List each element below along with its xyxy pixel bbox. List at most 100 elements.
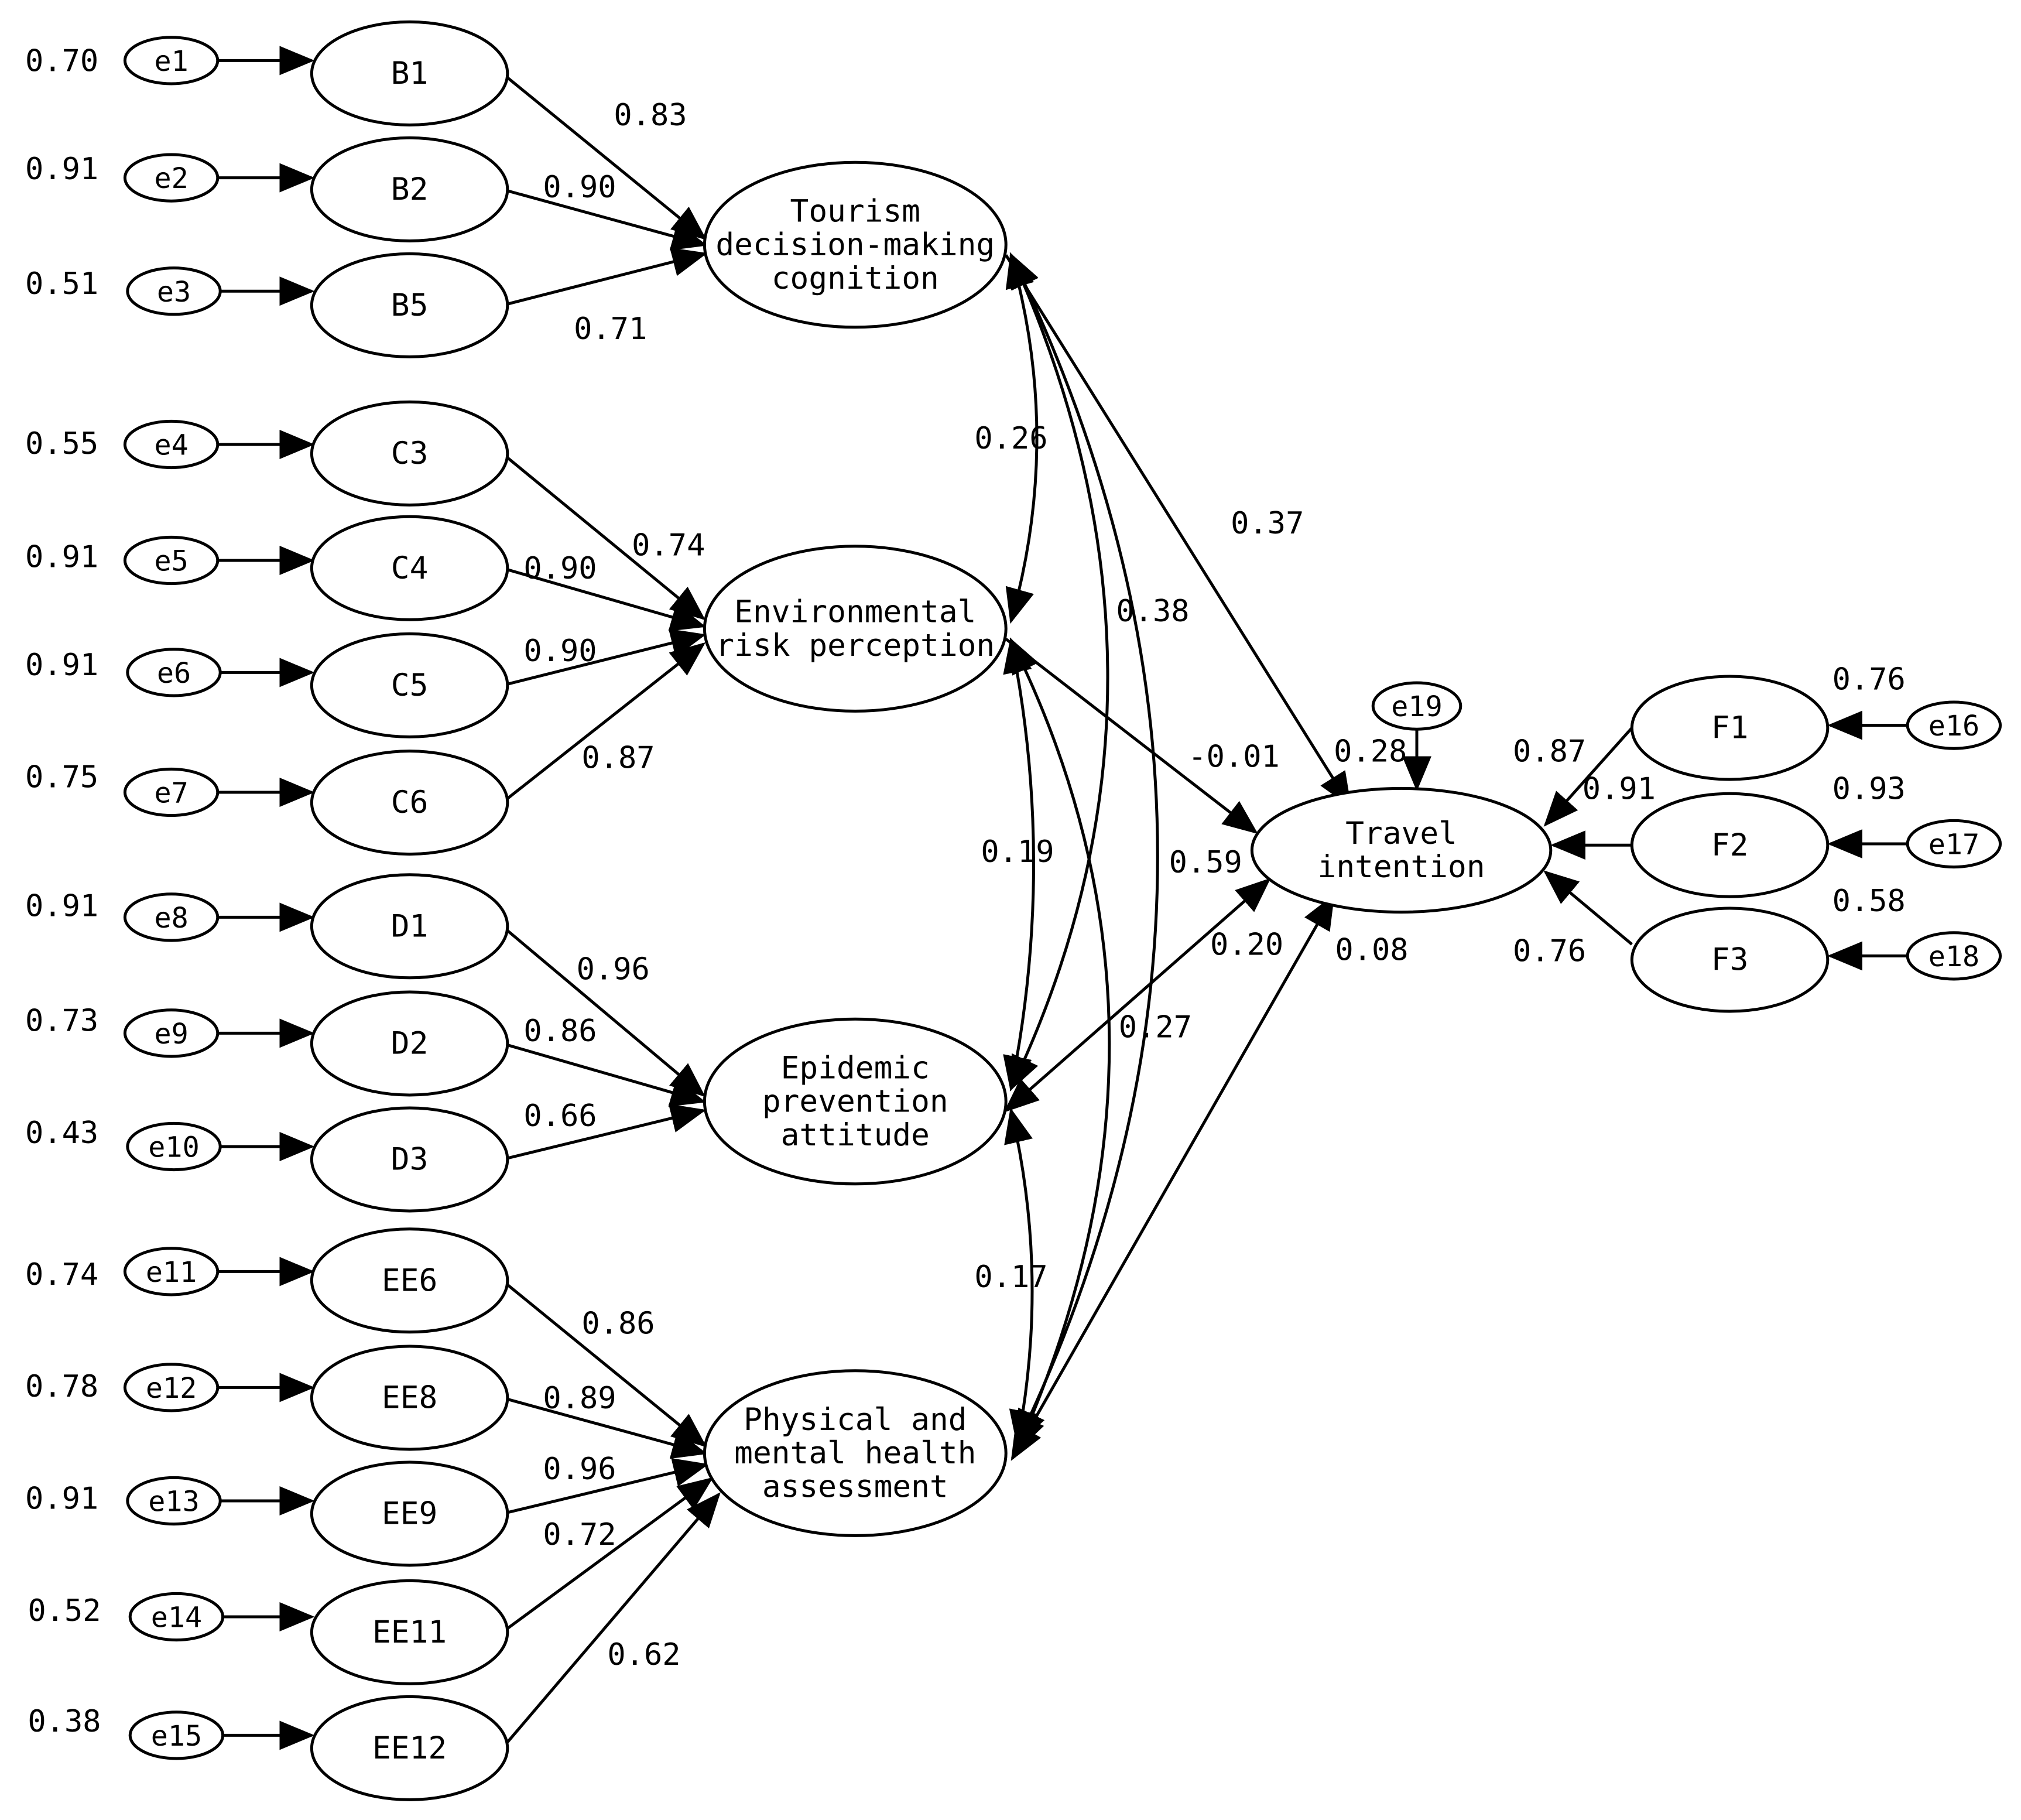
arrow-f3-travel-intention <box>1543 870 1633 946</box>
node-ee12-shape <box>310 1695 509 1801</box>
node-f2: F2 <box>1630 792 1830 898</box>
coef-load-f1: 0.87 <box>1513 734 1586 769</box>
node-e8: e8 <box>123 892 220 942</box>
node-l2-label-1: Environmental <box>734 594 976 630</box>
node-e16-label: e16 <box>1928 710 1979 743</box>
coef-r2-f3: 0.58 <box>1832 884 1906 919</box>
node-e18-shape <box>1906 931 2002 981</box>
covariance-l2-l4 <box>1009 637 1111 1452</box>
node-e11: e11 <box>123 1247 220 1296</box>
node-ee11: EE11 <box>310 1579 509 1685</box>
node-e12: e12 <box>123 1363 220 1412</box>
arrow-c4-l2 <box>502 566 707 631</box>
node-c5-shape <box>310 632 509 738</box>
arrow-d3-l3 <box>502 1104 707 1161</box>
node-e13: e13 <box>126 1476 222 1526</box>
coef-load-ee11: 0.72 <box>543 1517 616 1552</box>
coef-r2-ee12: 0.38 <box>28 1704 101 1739</box>
node-e7-label: e7 <box>154 777 188 810</box>
arrow-ee9-l4 <box>502 1458 709 1515</box>
node-e5: e5 <box>123 535 220 586</box>
node-c4: C4 <box>310 515 509 621</box>
arrow-ee11-l4 <box>501 1477 714 1634</box>
node-d3-label: D3 <box>391 1142 429 1178</box>
coef-r2-ee11: 0.52 <box>28 1593 101 1629</box>
covariance-l3-l4 <box>1004 1107 1038 1446</box>
node-ee12-label: EE12 <box>372 1730 447 1766</box>
coef-r2-c5: 0.91 <box>25 648 98 683</box>
node-e7: e7 <box>123 767 220 817</box>
coef-cov-l1-l4: 0.59 <box>1169 845 1242 880</box>
node-f1: F1 <box>1630 675 1830 781</box>
node-e6-label: e6 <box>157 657 191 690</box>
coef-r2-c3: 0.55 <box>25 426 98 461</box>
node-b5: B5 <box>310 252 509 358</box>
node-l1-label-1: Tourism <box>790 193 921 229</box>
node-c5: C5 <box>310 632 509 738</box>
node-e16-shape <box>1906 700 2002 750</box>
node-c6: C6 <box>310 750 509 856</box>
arrow-l2-travel-intention <box>1005 638 1258 834</box>
coef-cov-l2-l4: 0.27 <box>1119 1010 1192 1045</box>
node-e1-label: e1 <box>154 45 188 78</box>
coef-load-ee9: 0.96 <box>543 1452 616 1487</box>
coef-r2-d2: 0.73 <box>25 1003 98 1038</box>
coef-path-l4-t: 0.08 <box>1335 932 1408 967</box>
node-e2-label: e2 <box>154 162 188 195</box>
coef-r2-b5: 0.51 <box>25 266 98 302</box>
coef-r2-ee8: 0.78 <box>25 1369 98 1404</box>
coef-load-c3: 0.74 <box>632 528 705 563</box>
coef-load-b2: 0.90 <box>543 170 616 205</box>
node-ee9-label: EE9 <box>382 1496 437 1532</box>
node-b1: B1 <box>310 20 509 126</box>
node-e15-label: e15 <box>151 1720 202 1753</box>
covariance-l1-l3 <box>1009 252 1109 1092</box>
node-ee6: EE6 <box>310 1227 509 1334</box>
node-e12-label: e12 <box>146 1372 197 1405</box>
coefficient-labels-layer: 0.700.910.510.550.910.910.750.910.730.43… <box>25 43 1906 1739</box>
node-t-label-1: Travel <box>1345 816 1457 851</box>
node-l1-label-2: decision-making <box>715 227 995 263</box>
coef-load-ee8: 0.89 <box>543 1381 616 1416</box>
node-c5-label: C5 <box>391 668 429 703</box>
node-ee8: EE8 <box>310 1345 509 1451</box>
node-e19-shape <box>1371 681 1462 731</box>
node-e5-label: e5 <box>154 545 188 578</box>
node-e4: e4 <box>123 419 220 470</box>
node-e19: e19 <box>1371 681 1462 731</box>
node-ee11-label: EE11 <box>372 1614 447 1650</box>
coef-r2-f1: 0.76 <box>1832 662 1906 697</box>
coef-load-f2: 0.91 <box>1582 771 1656 806</box>
node-e13-label: e13 <box>148 1486 199 1518</box>
node-l4-label-1: Physical and <box>744 1402 967 1438</box>
node-e2: e2 <box>123 153 220 203</box>
node-d2: D2 <box>310 990 509 1097</box>
node-c3-shape <box>310 400 509 507</box>
node-ee8-label: EE8 <box>382 1380 437 1416</box>
coef-load-b5: 0.71 <box>574 312 647 347</box>
arrow-ee12-l4 <box>501 1492 721 1750</box>
node-b1-shape <box>310 20 509 126</box>
node-d1-label: D1 <box>391 908 429 944</box>
node-e9-shape <box>123 1008 220 1058</box>
node-t-label-2: intention <box>1318 849 1485 885</box>
coef-r2-t: 0.28 <box>1334 734 1407 769</box>
node-l3-label-2: prevention <box>762 1084 948 1120</box>
node-l3-shape <box>703 1017 1008 1186</box>
arrow-c3-l2 <box>501 452 706 621</box>
coef-r2-d3: 0.43 <box>25 1116 98 1151</box>
node-e5-shape <box>123 535 220 586</box>
node-b5-label: B5 <box>391 288 429 323</box>
node-e8-label: e8 <box>154 902 188 935</box>
node-l3-label-3: attitude <box>781 1117 930 1153</box>
node-b2-shape <box>310 136 509 242</box>
node-d2-shape <box>310 990 509 1097</box>
node-e9: e9 <box>123 1008 220 1058</box>
node-e17-shape <box>1906 819 2002 869</box>
arrow-f1-travel-intention <box>1543 727 1633 827</box>
node-f2-label: F2 <box>1711 827 1749 863</box>
